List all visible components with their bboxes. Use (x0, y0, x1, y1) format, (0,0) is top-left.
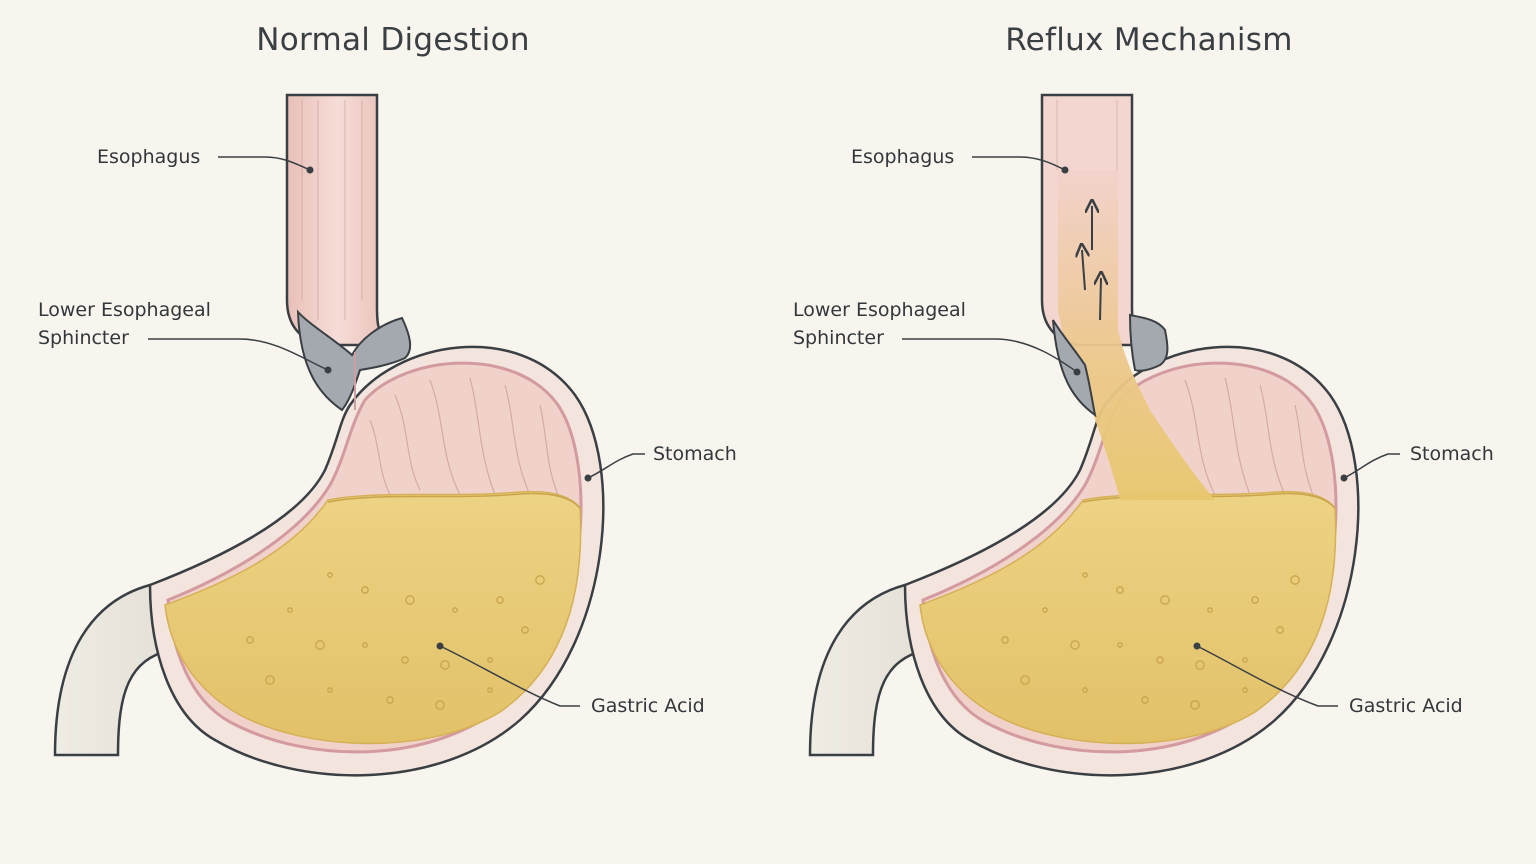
reflux-arrow-2 (1082, 250, 1085, 291)
acid-bubbles (246, 572, 1300, 710)
reflux-gastric-acid-label: Gastric Acid (1349, 695, 1463, 717)
normal-esophagus (285, 93, 391, 347)
leader-dots (306, 166, 1348, 650)
reflux-acid-column (1058, 170, 1215, 500)
reflux-esophagus-label: Esophagus (851, 146, 955, 168)
normal-stomach-group (53, 93, 605, 777)
normal-acid-pool (164, 490, 582, 745)
leader-lines (148, 156, 1400, 707)
normal-rugae (369, 377, 561, 501)
normal-stomach-label: Stomach (653, 443, 737, 465)
reflux-lower-esophageal-sphincter-right (1128, 313, 1169, 372)
reflux-lower-esophageal-sphincter-left (1052, 319, 1097, 418)
normal-duodenum (53, 583, 172, 757)
normal-digestion-title: Normal Digestion (256, 22, 530, 58)
normal-sphincter-label-line2: Sphincter (38, 327, 129, 349)
reflux-rugae (1184, 377, 1316, 501)
reflux-stomach-group (808, 93, 1360, 777)
reflux-arrow-3 (1100, 278, 1101, 321)
reflux-duodenum (808, 583, 927, 757)
reflux-sphincter-label-line2: Sphincter (793, 327, 884, 349)
reflux-sphincter-label-line1: Lower Esophageal (793, 299, 966, 321)
reflux-stomach-label: Stomach (1410, 443, 1494, 465)
normal-esophagus-label: Esophagus (97, 146, 201, 168)
normal-gastric-acid-label: Gastric Acid (591, 695, 705, 717)
reflux-mechanism-title: Reflux Mechanism (1005, 22, 1293, 58)
reflux-acid-pool (919, 490, 1337, 745)
normal-sphincter-label-line1: Lower Esophageal (38, 299, 211, 321)
